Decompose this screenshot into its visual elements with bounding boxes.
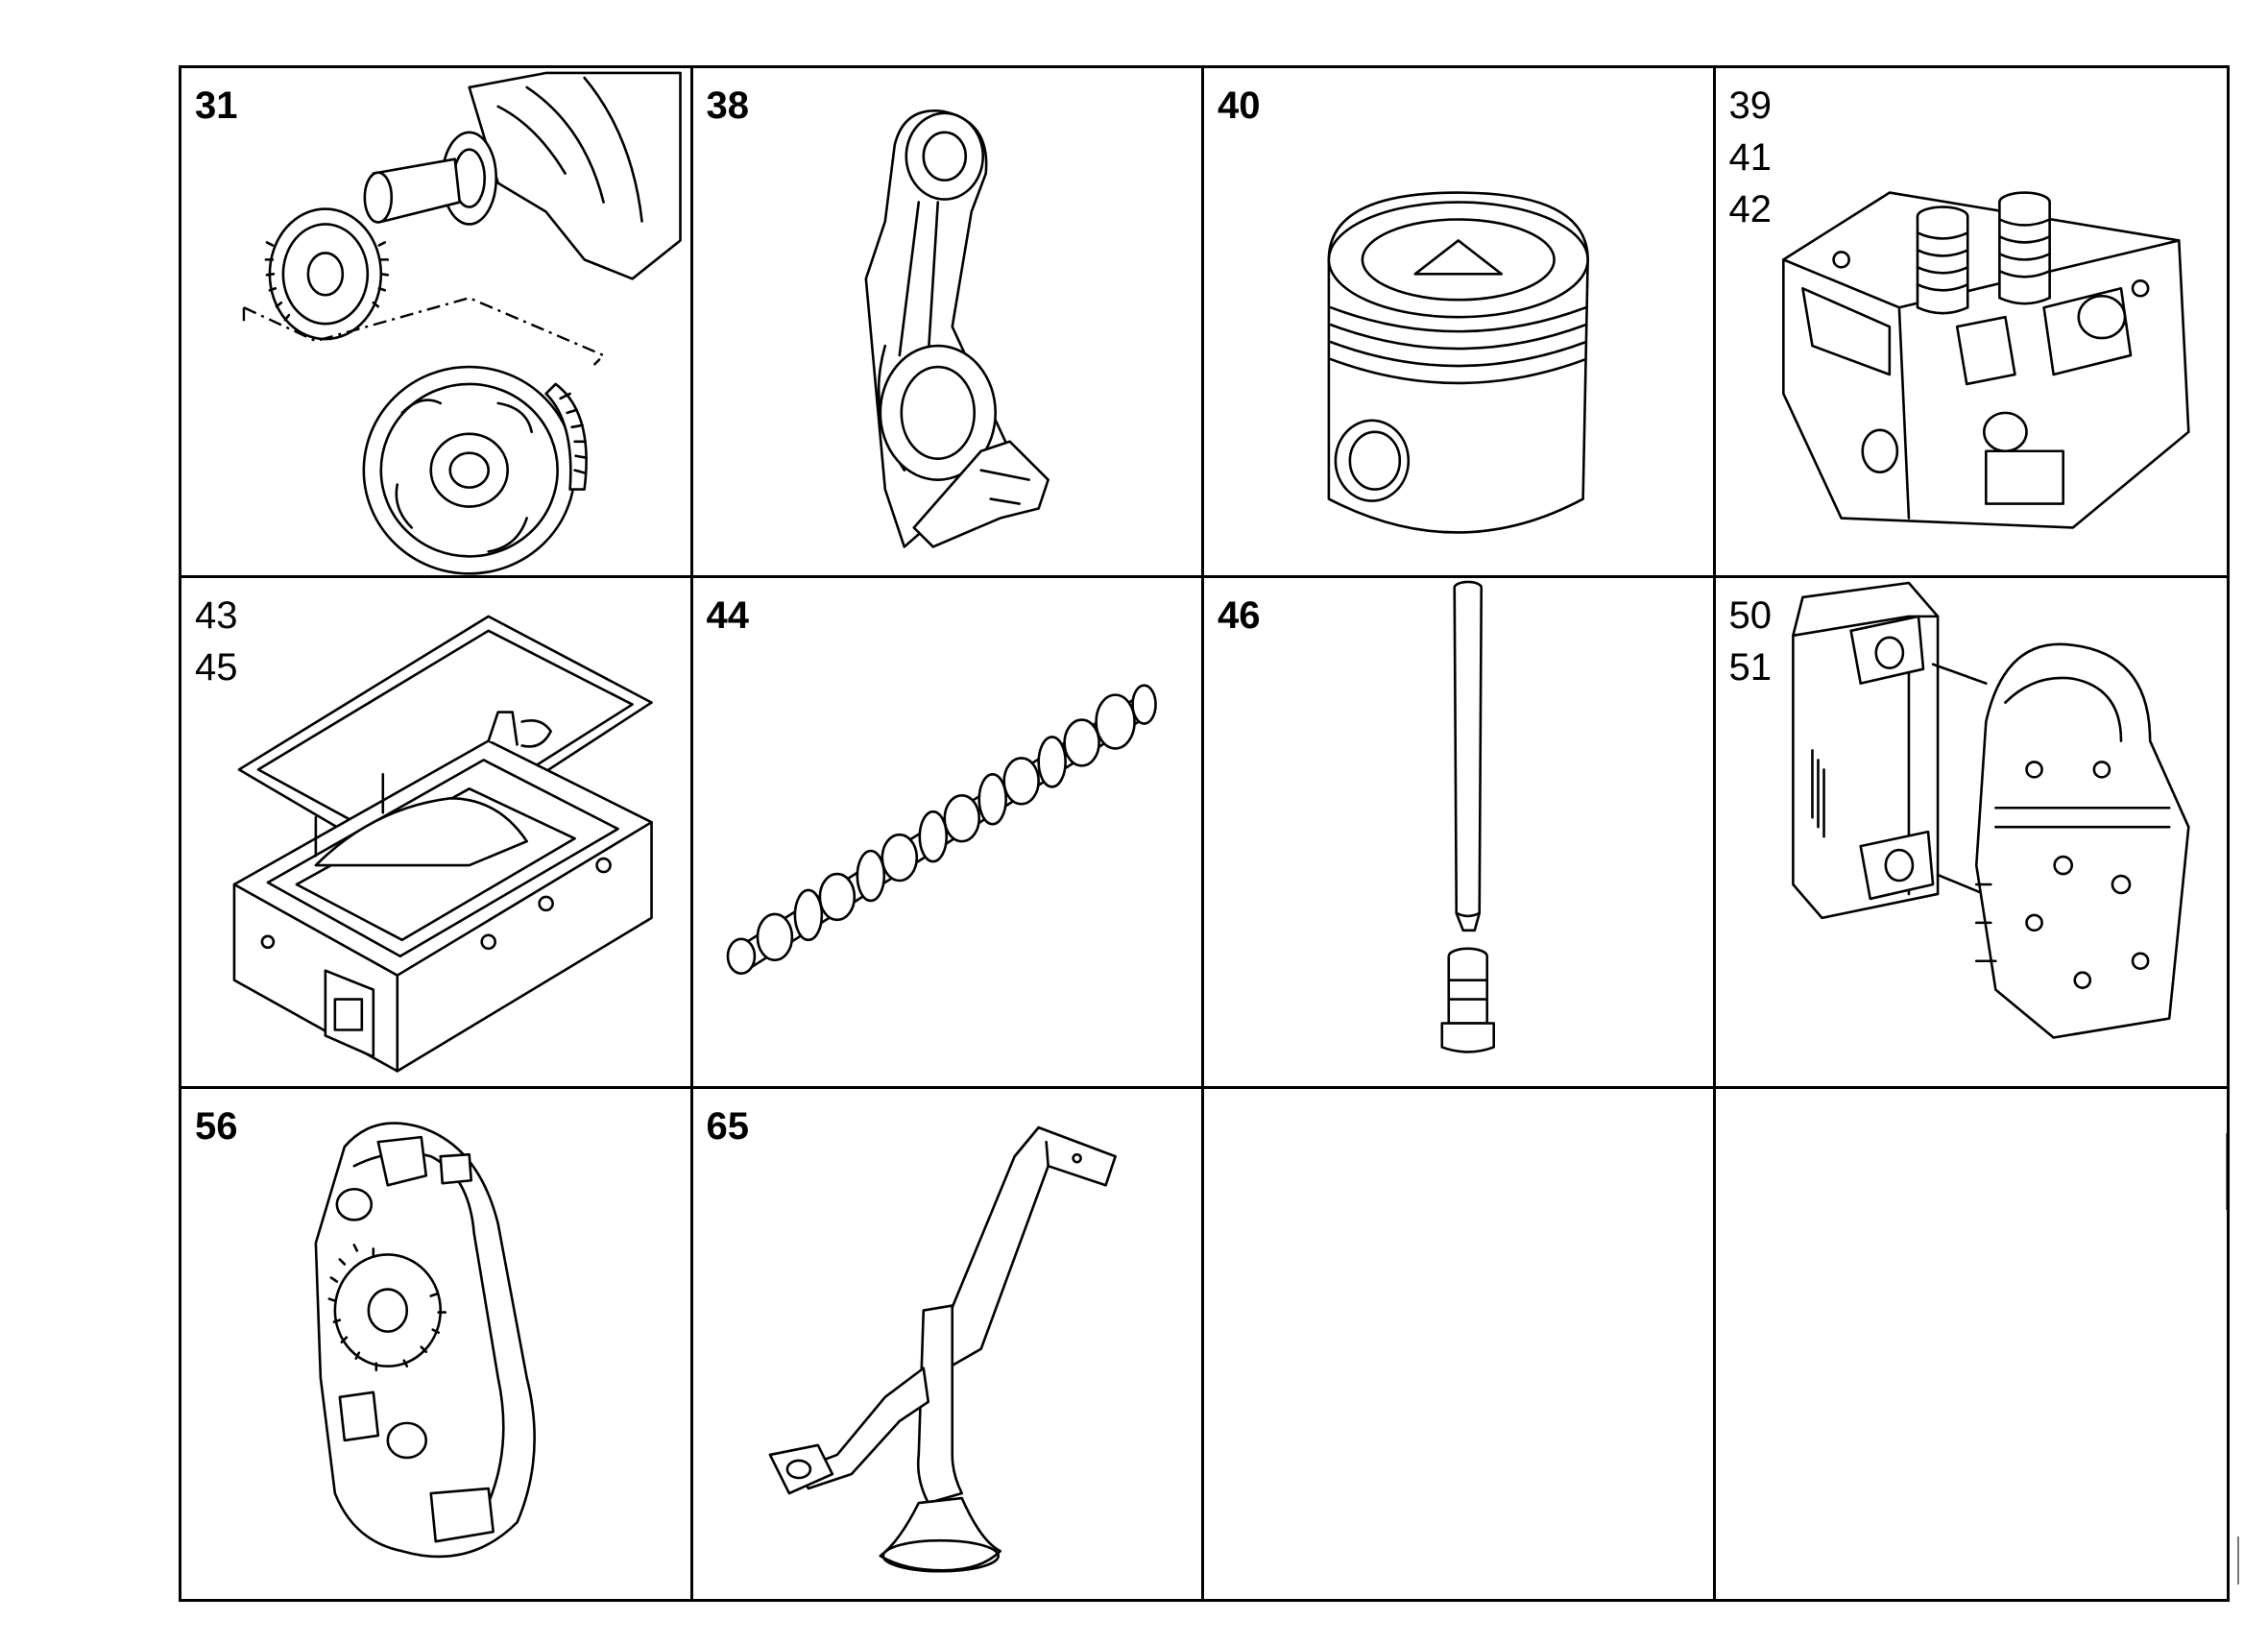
scan-mark bbox=[2237, 1536, 2239, 1585]
part-number-label: 65 bbox=[706, 1104, 750, 1148]
oil-pan-icon bbox=[181, 578, 690, 1085]
part-number-label: 50 bbox=[1728, 594, 1773, 638]
oil-pump-icon bbox=[181, 1089, 690, 1599]
part-number-label: 31 bbox=[195, 85, 238, 127]
part-number-label: 39 bbox=[1728, 85, 1773, 127]
part-number-label: 42 bbox=[1728, 188, 1773, 230]
part-number-label: 45 bbox=[195, 646, 238, 689]
part-cell-44: 44 bbox=[692, 578, 1204, 1089]
part-cell-50-51: 50 51 bbox=[1715, 578, 2228, 1089]
part-cell-40: 40 bbox=[1204, 68, 1716, 579]
cylinder-head-icon bbox=[1716, 68, 2228, 575]
piston-icon bbox=[1204, 68, 1713, 575]
part-label-group: 39 41 42 bbox=[1729, 80, 1773, 235]
part-label-group: 46 bbox=[1218, 590, 1261, 641]
part-number-label: 46 bbox=[1218, 594, 1261, 638]
part-number-label: 40 bbox=[1218, 85, 1261, 127]
part-label-group: 31 bbox=[195, 80, 238, 132]
part-cell-39-41-42: 39 41 42 bbox=[1715, 68, 2228, 579]
part-number-label: 56 bbox=[195, 1104, 238, 1148]
part-number-label: 38 bbox=[706, 85, 750, 127]
part-number-label: 44 bbox=[706, 594, 750, 638]
part-label-group: 65 bbox=[707, 1101, 750, 1152]
camshaft-icon bbox=[693, 578, 1202, 1085]
empty-cell bbox=[1716, 1089, 2228, 1599]
pushrod-tappet-icon bbox=[1204, 578, 1713, 1085]
part-cell-38: 38 bbox=[692, 68, 1204, 579]
part-label-group: 40 bbox=[1218, 80, 1261, 132]
parts-grid: 31 38 bbox=[179, 65, 2230, 1602]
part-label-group: 43 45 bbox=[195, 590, 238, 693]
part-number-label: 51 bbox=[1728, 646, 1773, 689]
part-number-label: 43 bbox=[195, 594, 238, 638]
part-cell-31: 31 bbox=[181, 68, 693, 579]
part-cell-65: 65 bbox=[693, 1088, 1204, 1599]
part-label-group: 50 51 bbox=[1729, 590, 1773, 693]
part-cell-43-45: 43 45 bbox=[181, 578, 693, 1089]
connecting-rod-icon bbox=[693, 68, 1202, 575]
oil-strainer-pipe-icon bbox=[693, 1089, 1202, 1599]
part-label-group: 38 bbox=[707, 80, 750, 132]
part-number-label: 41 bbox=[1728, 136, 1773, 179]
oil-cooler-icon bbox=[1716, 578, 2228, 1085]
crankshaft-gears-icon bbox=[181, 68, 690, 575]
part-label-group: 44 bbox=[707, 590, 750, 641]
empty-cell bbox=[1204, 1088, 1716, 1599]
part-cell-56: 56 bbox=[181, 1088, 693, 1599]
part-label-group: 56 bbox=[195, 1101, 238, 1152]
part-cell-46: 46 bbox=[1204, 578, 1716, 1089]
